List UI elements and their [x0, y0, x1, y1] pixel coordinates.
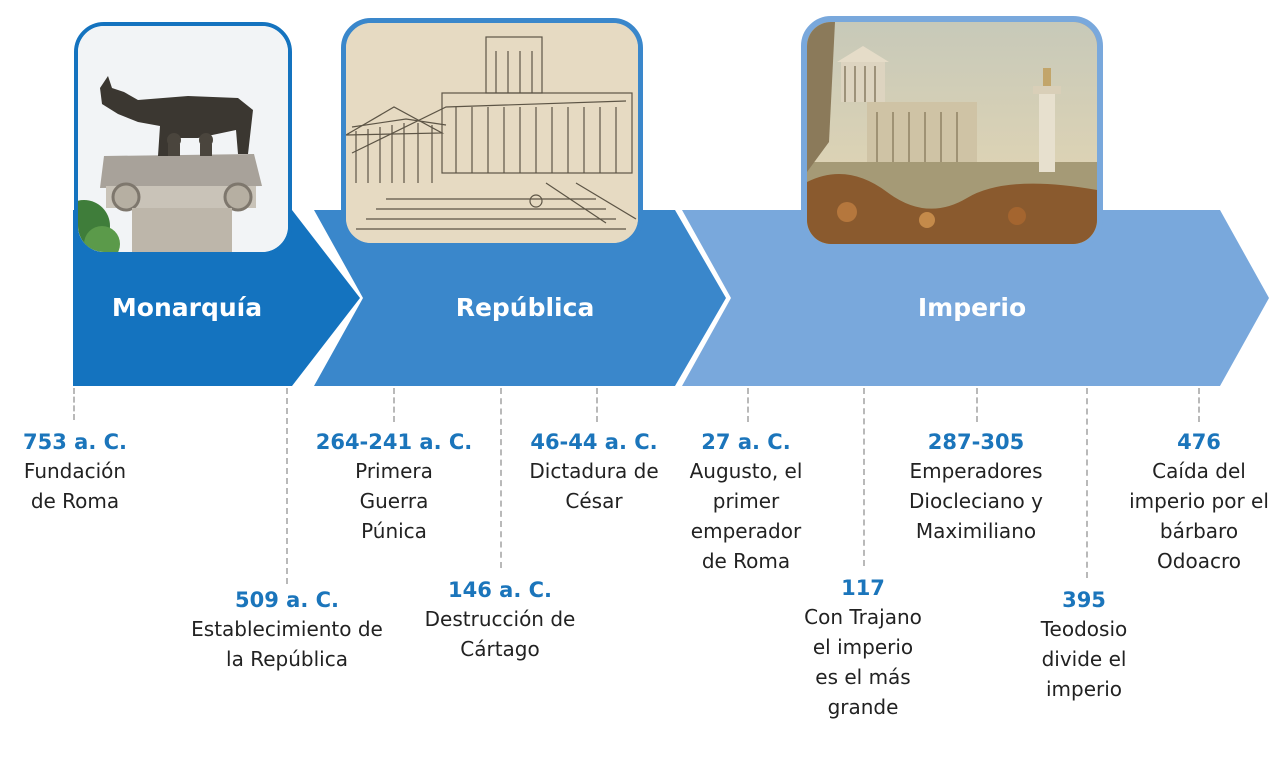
event-desc: Dictadura de César [529, 459, 659, 513]
era-label-republica: República [455, 293, 595, 322]
event-desc: Teodosio divide el imperio [1040, 617, 1128, 701]
event-date: 27 a. C. [701, 430, 791, 454]
event-146: 146 a. C. Destrucción de Cártago [400, 576, 600, 664]
connector-753 [73, 388, 75, 420]
event-date: 753 a. C. [23, 430, 127, 454]
event-117: 117 Con Trajano el imperio es el más gra… [763, 574, 963, 722]
event-46: 46-44 a. C. Dictadura de César [494, 428, 694, 516]
event-date: 117 [841, 576, 885, 600]
event-date: 264-241 a. C. [315, 430, 473, 454]
connector-509 [286, 388, 288, 584]
event-desc: Fundación de Roma [23, 459, 127, 513]
monarquia-image [74, 22, 292, 256]
event-date: 509 a. C. [235, 588, 339, 612]
republica-image [341, 18, 643, 248]
connector-476 [1198, 388, 1200, 422]
event-desc: Emperadores Diocleciano y Maximiliano [909, 459, 1043, 543]
event-date: 287-305 [927, 430, 1025, 454]
imperio-image [801, 16, 1103, 250]
event-desc: Establecimiento de la República [191, 617, 383, 671]
event-date: 146 a. C. [448, 578, 552, 602]
event-date: 395 [1062, 588, 1106, 612]
connector-287 [976, 388, 978, 422]
event-desc: Primera Guerra Púnica [355, 459, 433, 543]
connector-27 [747, 388, 749, 422]
event-476: 476 Caída del imperio por el bárbaro Odo… [1099, 428, 1269, 576]
era-label-monarquia: Monarquía [111, 293, 263, 322]
event-27: 27 a. C. Augusto, el primer emperador de… [646, 428, 846, 576]
connector-264 [393, 388, 395, 422]
connector-395 [1086, 388, 1088, 578]
republica-arrow [314, 210, 726, 386]
event-509: 509 a. C. Establecimiento de la Repúblic… [187, 586, 387, 674]
connector-146 [500, 388, 502, 568]
era-label-imperio: Imperio [917, 293, 1027, 322]
event-desc: Augusto, el primer emperador de Roma [689, 459, 803, 573]
event-753: 753 a. C. Fundación de Roma [0, 428, 175, 516]
event-desc: Con Trajano el imperio es el más grande [804, 605, 922, 719]
imperio-arrow [682, 210, 1269, 386]
event-395: 395 Teodosio divide el imperio [984, 586, 1184, 704]
event-264: 264-241 a. C. Primera Guerra Púnica [294, 428, 494, 546]
event-desc: Destrucción de Cártago [424, 607, 576, 661]
connector-46 [596, 388, 598, 422]
event-date: 46-44 a. C. [530, 430, 658, 454]
event-desc: Caída del imperio por el bárbaro Odoacro [1129, 459, 1269, 573]
event-date: 476 [1177, 430, 1221, 454]
connector-117 [863, 388, 865, 566]
event-287: 287-305 Emperadores Diocleciano y Maximi… [876, 428, 1076, 546]
